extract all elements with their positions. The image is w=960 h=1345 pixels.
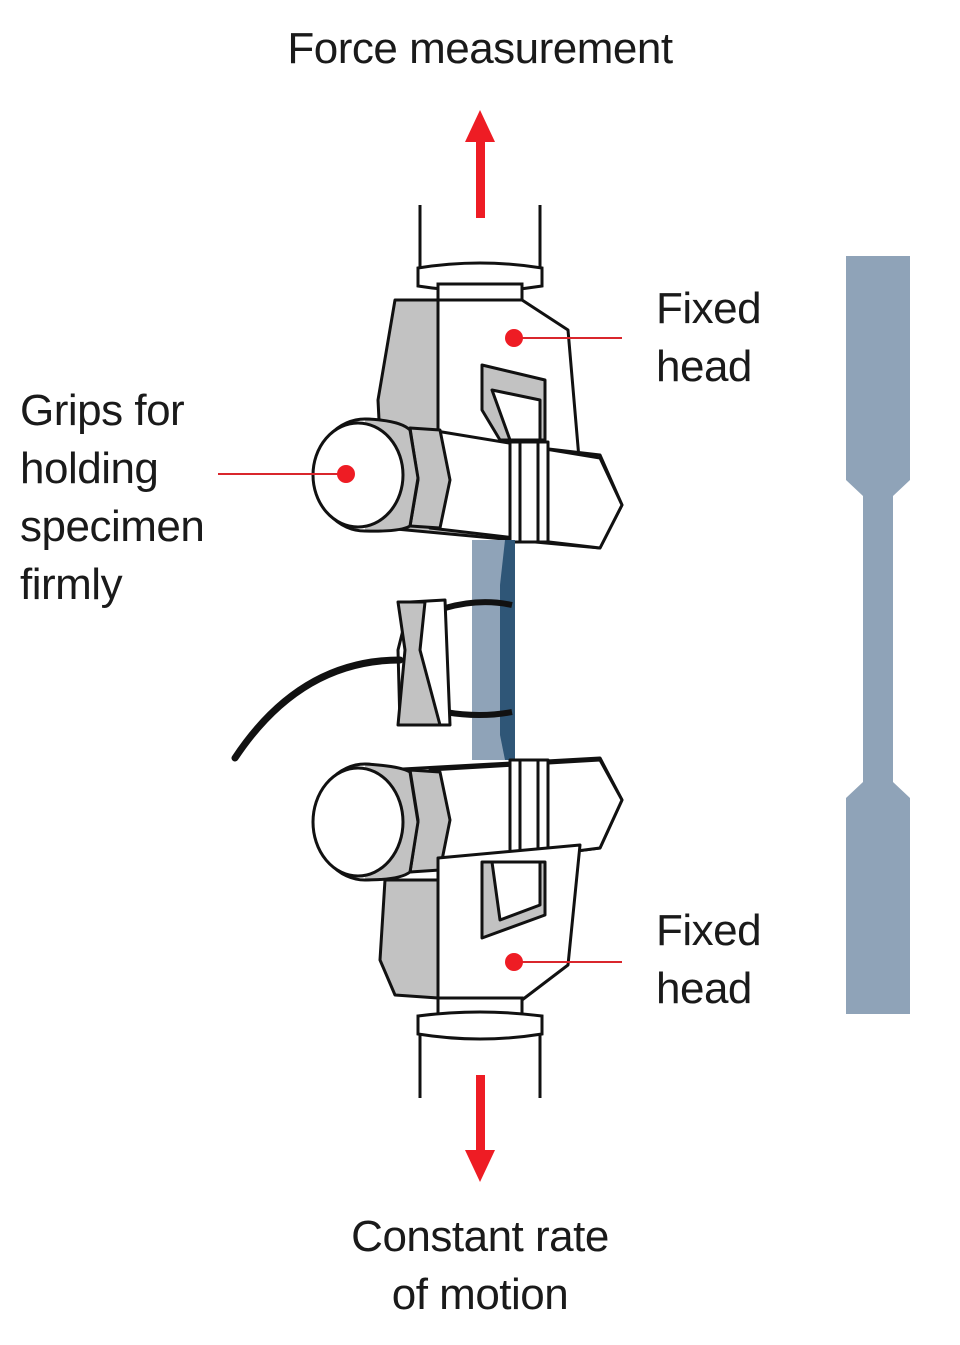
down-arrow-icon bbox=[465, 1075, 495, 1182]
bottom-rod bbox=[416, 996, 544, 1098]
top-fixed-head bbox=[376, 298, 582, 472]
diagram-title: Force measurement bbox=[287, 24, 673, 73]
dogbone-specimen-icon bbox=[846, 256, 910, 1014]
leader-top-head bbox=[505, 329, 622, 347]
bottom-fixed-head-label: Fixed head bbox=[656, 902, 762, 1018]
bottom-caption-line: of motion bbox=[391, 1270, 569, 1319]
grips-label-line: firmly bbox=[20, 560, 123, 609]
bottom-head-label-line: head bbox=[656, 964, 752, 1013]
grips-label: Grips for holding specimen firmly bbox=[20, 382, 205, 614]
extensometer-icon bbox=[231, 598, 513, 762]
top-grip bbox=[311, 417, 624, 550]
leader-bottom-head bbox=[505, 953, 622, 971]
bottom-caption-line: Constant rate bbox=[351, 1212, 609, 1261]
grips-label-line: Grips for bbox=[20, 386, 185, 435]
grips-label-line: holding bbox=[20, 444, 159, 493]
bottom-caption: Constant rate of motion bbox=[280, 1208, 680, 1324]
grips-label-line: specimen bbox=[20, 502, 205, 551]
top-head-label-line: Fixed bbox=[656, 284, 762, 333]
leader-grips bbox=[218, 465, 355, 483]
up-arrow-icon bbox=[465, 110, 495, 218]
top-rod bbox=[416, 205, 544, 306]
top-fixed-head-label: Fixed head bbox=[656, 280, 762, 396]
bottom-head-label-line: Fixed bbox=[656, 906, 762, 955]
specimen-in-grips bbox=[472, 540, 515, 760]
top-head-label-line: head bbox=[656, 342, 752, 391]
